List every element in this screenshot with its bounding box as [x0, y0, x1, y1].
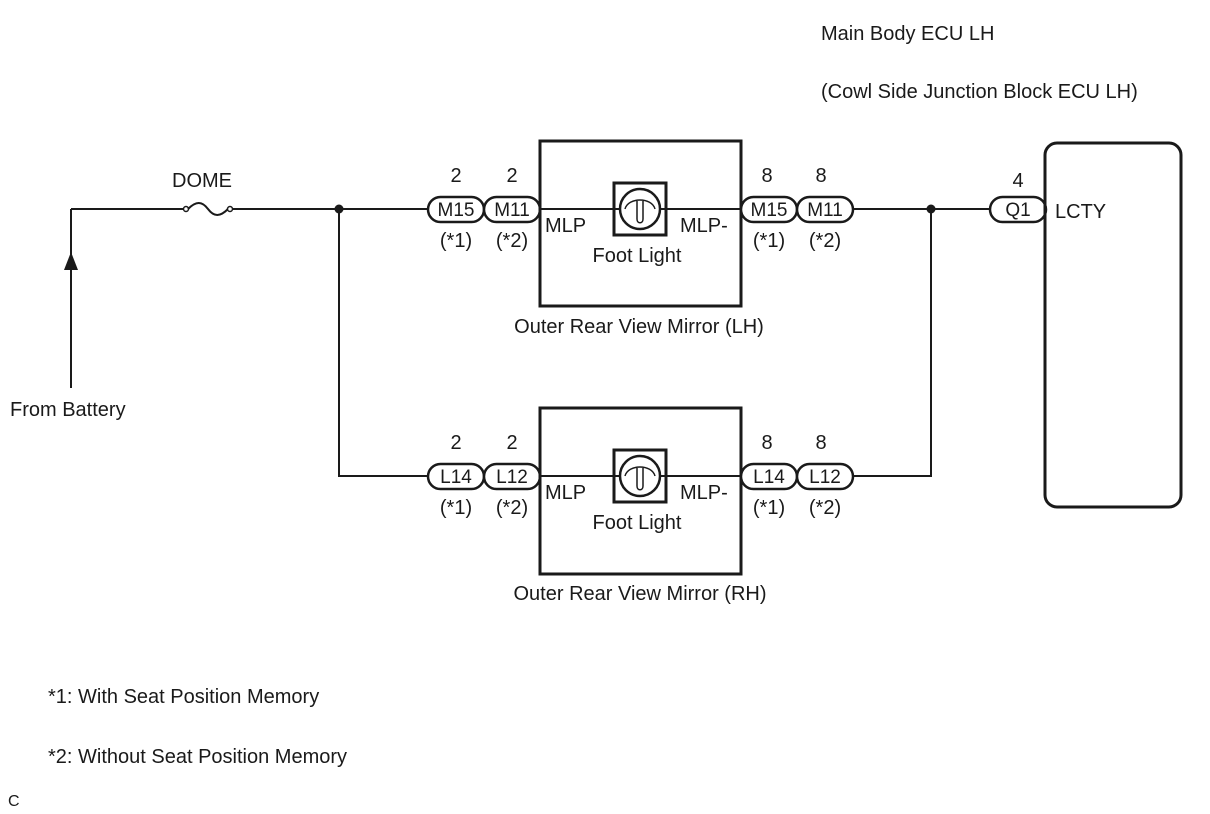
ecu-box — [1043, 141, 1183, 509]
corner-mark: C — [8, 793, 20, 810]
ecu-title: Main Body ECU LH — [821, 23, 994, 45]
fuse-label: DOME — [172, 170, 232, 192]
connector-lh-in-2: M11 2 (*2) — [482, 165, 542, 252]
variant-note: (*1) — [440, 230, 472, 252]
connector-lh-out-1: M15 8 (*1) — [739, 165, 799, 252]
ecu-subtitle: (Cowl Side Junction Block ECU LH) — [821, 81, 1138, 103]
terminal-mlp: MLP — [545, 215, 586, 237]
pin-number: 8 — [761, 165, 772, 187]
foot-light-bulb-icon — [612, 181, 668, 237]
branch-wire-rh-return — [851, 209, 932, 477]
variant-note: (*1) — [753, 497, 785, 519]
svg-text:M11: M11 — [494, 200, 530, 221]
svg-text:M15: M15 — [438, 200, 475, 221]
fuse-icon — [182, 202, 234, 216]
mirror-box-rh — [538, 406, 743, 576]
foot-light-bulb-icon — [612, 448, 668, 504]
connector-lh-in-1: M15 2 (*1) — [426, 165, 486, 252]
connector-lh-out-2: M11 8 (*2) — [795, 165, 855, 252]
mirror-box-lh — [538, 139, 743, 308]
note-2: *2: Without Seat Position Memory — [48, 746, 347, 768]
variant-note: (*2) — [809, 497, 841, 519]
svg-text:Q1: Q1 — [1005, 200, 1030, 221]
svg-text:L12: L12 — [809, 467, 841, 488]
mirror-lh: M15 2 (*1) M11 2 (*2) MLP MLP- Foot Ligh… — [426, 139, 855, 338]
terminal-mlp-minus: MLP- — [680, 482, 728, 504]
variant-note: (*2) — [496, 497, 528, 519]
note-1: *1: With Seat Position Memory — [48, 686, 319, 708]
connector-rh-out-1: L14 8 (*1) — [739, 432, 799, 519]
pin-number: 4 — [1012, 170, 1023, 192]
pin-number: 8 — [761, 432, 772, 454]
pin-number: 2 — [506, 432, 517, 454]
connector-rh-in-1: L14 2 (*1) — [426, 432, 486, 519]
ecu-connector-q1: Q1 4 — [988, 170, 1048, 224]
pin-number: 8 — [815, 432, 826, 454]
variant-note: (*2) — [496, 230, 528, 252]
svg-text:L14: L14 — [753, 467, 785, 488]
connector-rh-out-2: L12 8 (*2) — [795, 432, 855, 519]
mirror-name-lh: Outer Rear View Mirror (LH) — [514, 316, 764, 338]
variant-note: (*1) — [753, 230, 785, 252]
svg-text:L12: L12 — [496, 467, 528, 488]
mirror-rh: L14 2 (*1) L12 2 (*2) MLP MLP- Foot Ligh… — [426, 406, 855, 605]
from-battery-label: From Battery — [10, 399, 126, 421]
pin-number: 2 — [506, 165, 517, 187]
connector-rh-in-2: L12 2 (*2) — [482, 432, 542, 519]
pin-number: 8 — [815, 165, 826, 187]
component-label: Foot Light — [593, 512, 682, 534]
svg-text:L14: L14 — [440, 467, 472, 488]
ecu-terminal-lcty: LCTY — [1055, 201, 1106, 223]
pin-number: 2 — [450, 432, 461, 454]
branch-wire-rh — [338, 209, 430, 477]
svg-text:M11: M11 — [807, 200, 843, 221]
variant-note: (*1) — [440, 497, 472, 519]
pin-number: 2 — [450, 165, 461, 187]
variant-note: (*2) — [809, 230, 841, 252]
battery-source: From Battery — [10, 209, 126, 421]
arrow-up-icon — [64, 252, 78, 270]
mirror-name-rh: Outer Rear View Mirror (RH) — [514, 583, 767, 605]
svg-text:M15: M15 — [751, 200, 788, 221]
terminal-mlp-minus: MLP- — [680, 215, 728, 237]
component-label: Foot Light — [593, 245, 682, 267]
terminal-mlp: MLP — [545, 482, 586, 504]
